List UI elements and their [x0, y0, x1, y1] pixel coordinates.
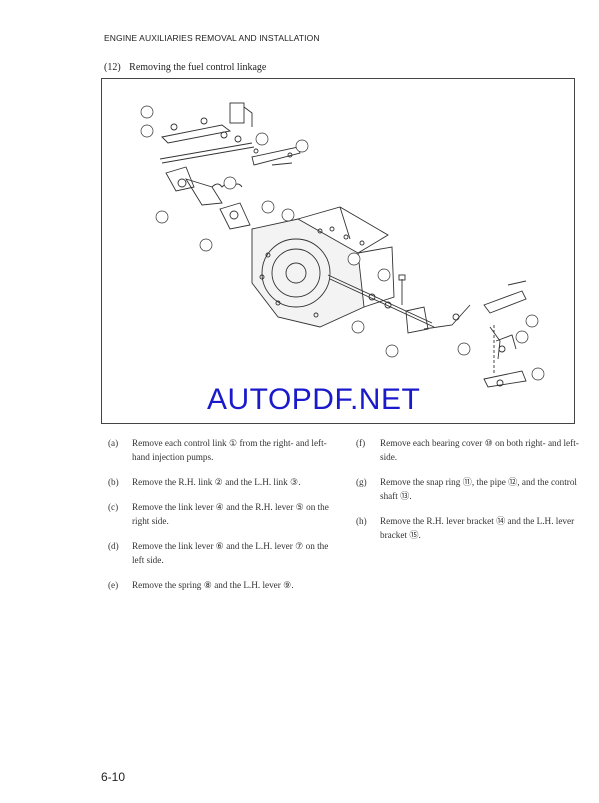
step-d: (d) Remove the link lever ⑥ and the L.H.… [108, 539, 333, 567]
lever-part [184, 178, 223, 206]
step-f: (f) Remove each bearing cover ⑩ on both … [356, 436, 588, 464]
step-text: Remove the spring ⑧ and the L.H. lever ⑨… [132, 580, 294, 590]
steps-left-column: (a) Remove each control link ① from the … [108, 436, 333, 603]
page-header: ENGINE AUXILIARIES REMOVAL AND INSTALLAT… [104, 33, 320, 43]
step-e: (e) Remove the spring ⑧ and the L.H. lev… [108, 578, 333, 592]
step-letter: (a) [108, 438, 119, 448]
bracket-part [405, 306, 429, 334]
step-letter: (g) [356, 477, 367, 487]
bracket-part [251, 146, 301, 166]
step-letter: (c) [108, 502, 119, 512]
step-a: (a) Remove each control link ① from the … [108, 436, 333, 464]
lever-part [165, 166, 195, 192]
exploded-diagram [101, 78, 575, 424]
section-number: (12) [104, 62, 121, 73]
steps-right-column: (f) Remove each bearing cover ⑩ on both … [356, 436, 588, 553]
bracket-part [243, 106, 253, 127]
link-rod-part [161, 124, 232, 144]
lever-part [423, 304, 471, 330]
step-letter: (b) [108, 477, 119, 487]
watermark: AUTOPDF.NET [207, 383, 421, 416]
lever-part [219, 202, 251, 230]
control-shaft [329, 278, 435, 328]
control-shaft [327, 274, 433, 324]
bracket-part [229, 102, 245, 124]
flywheel-housing [251, 218, 365, 328]
step-text: Remove each control link ① from the righ… [132, 438, 327, 462]
callouts [140, 105, 545, 381]
section-title-text: Removing the fuel control linkage [129, 62, 267, 73]
step-letter: (h) [356, 516, 367, 526]
step-letter: (d) [108, 541, 119, 551]
step-letter: (f) [356, 438, 366, 448]
step-text: Remove the link lever ④ and the R.H. lev… [132, 502, 329, 526]
link-rod-part [159, 142, 253, 160]
step-text: Remove each bearing cover ⑩ on both righ… [380, 438, 579, 462]
step-text: Remove the R.H. link ② and the L.H. link… [132, 477, 301, 487]
step-g: (g) Remove the snap ring ⑪, the pipe ⑫, … [356, 475, 588, 503]
page-number: 6-10 [101, 770, 126, 784]
step-b: (b) Remove the R.H. link ② and the L.H. … [108, 475, 333, 489]
link-rod-part [161, 146, 255, 164]
step-c: (c) Remove the link lever ④ and the R.H.… [108, 500, 333, 528]
lever-part [483, 370, 527, 388]
section-title: (12) Removing the fuel control linkage [104, 62, 266, 73]
step-text: Remove the link lever ⑥ and the L.H. lev… [132, 541, 329, 565]
linkage-illustration [140, 102, 545, 388]
step-letter: (e) [108, 580, 119, 590]
lever-bracket [483, 290, 527, 314]
step-h: (h) Remove the R.H. lever bracket ⑭ and … [356, 514, 588, 542]
step-text: Remove the snap ring ⑪, the pipe ⑫, and … [380, 477, 577, 501]
step-text: Remove the R.H. lever bracket ⑭ and the … [380, 516, 575, 540]
